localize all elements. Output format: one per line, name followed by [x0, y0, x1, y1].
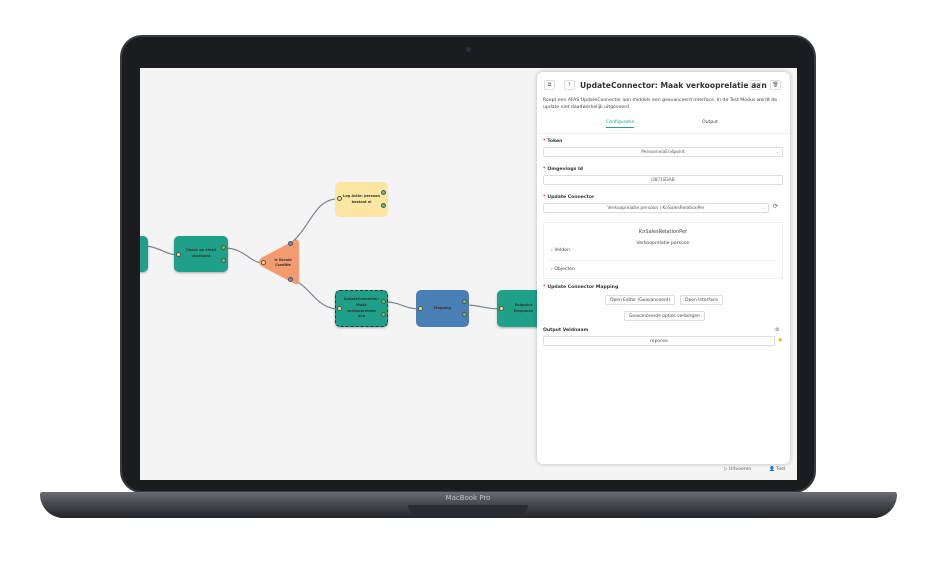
schema-box: KnSalesRelationPer Verkooprelatie persoo… — [543, 222, 783, 279]
output-input[interactable]: reponse — [543, 336, 775, 346]
hide-advanced-button[interactable]: Geavanceerde opties verbergen — [624, 311, 705, 321]
device-label: MacBook Pro — [445, 494, 491, 502]
mapping-label: Update Connector Mapping — [547, 285, 619, 290]
chevron-down-icon: ⌄ — [775, 149, 779, 155]
output-label: Output Veldnaam — [543, 328, 589, 333]
flow-node-condition[interactable] — [257, 238, 299, 286]
flow-node-update-connector[interactable]: UpdateConnector: Maak verkooprelatie aan — [335, 290, 388, 327]
camera — [466, 47, 471, 52]
settings-icon[interactable]: ⚙ — [775, 327, 780, 333]
omgeving-label: Omgevings Id — [547, 167, 583, 172]
panel-description: Roept een AFAS UpdateConnector aan midde… — [543, 98, 778, 110]
input-port[interactable] — [261, 260, 266, 265]
false-port[interactable] — [288, 277, 293, 282]
output-port[interactable] — [381, 203, 386, 208]
flow-node-check-email[interactable]: Check op email voorkomt — [174, 236, 228, 272]
schema-name: KnSalesRelationPer — [638, 229, 688, 235]
open-interface-button[interactable]: Open Interface — [680, 295, 723, 305]
output-port[interactable] — [221, 245, 226, 250]
open-editor-button[interactable]: Open Editor (Geavanceerd) — [605, 295, 676, 305]
input-port[interactable] — [499, 306, 504, 311]
flow-node-previous[interactable] — [140, 236, 148, 272]
test-button[interactable]: 👤 Test — [769, 467, 786, 472]
properties-panel: ⧉ ? UpdateConnector: Maak verkooprelatie… — [537, 72, 790, 464]
input-port[interactable] — [337, 306, 342, 311]
divider — [550, 260, 776, 261]
connector-select[interactable]: Verkooprelatie persoon | KnSalesRelation… — [543, 203, 769, 213]
omgeving-input[interactable]: O87183AB — [543, 175, 783, 185]
panel-title: UpdateConnector: Maak verkooprelatie aan — [580, 81, 767, 90]
edge — [465, 304, 501, 310]
section-objecten[interactable]: › Objecten — [551, 267, 576, 272]
bottom-bar: ▷ Uitvoeren 👤 Test — [720, 464, 797, 480]
edge — [290, 198, 339, 244]
condition-label: Is Gevuld Conditie — [274, 257, 292, 267]
output-port[interactable] — [221, 258, 226, 263]
edit-icon[interactable]: ✎ — [750, 80, 761, 90]
flow-node-log-actie[interactable]: Log Actie: persoon bestaat al — [335, 182, 388, 217]
output-port[interactable] — [381, 190, 386, 195]
edge — [385, 301, 421, 310]
tabs — [537, 126, 790, 134]
input-port[interactable] — [337, 196, 342, 201]
true-port[interactable] — [288, 241, 293, 246]
tab-configuratie[interactable]: Configuratie — [606, 120, 635, 128]
tab-output[interactable]: Output — [702, 120, 718, 125]
token-label: Token — [547, 139, 563, 144]
run-button[interactable]: ▷ Uitvoeren — [724, 467, 752, 472]
chevron-down-icon: ⌄ — [761, 205, 765, 211]
connector-label: Update Connector — [547, 195, 595, 200]
input-port[interactable] — [418, 306, 423, 311]
lightbulb-icon: ● — [778, 337, 783, 343]
trash-icon[interactable]: 🗑 — [770, 80, 781, 90]
output-port[interactable] — [462, 299, 467, 304]
help-icon[interactable]: ? — [564, 80, 575, 90]
output-port[interactable] — [381, 299, 386, 304]
app-screen: Check op email voorkomt Is Gevuld Condit… — [140, 68, 797, 480]
section-velden[interactable]: › Velden — [551, 248, 570, 253]
input-port[interactable] — [176, 252, 181, 257]
copy-icon[interactable]: ⧉ — [544, 80, 555, 90]
flow-node-mapping[interactable]: Mapping — [416, 290, 469, 327]
output-port[interactable] — [381, 312, 386, 317]
output-port[interactable] — [462, 312, 467, 317]
token-select[interactable]: PersoonviaEndpoint⌄ — [543, 147, 783, 157]
refresh-icon[interactable]: ⟳ — [773, 203, 779, 210]
laptop-notch — [408, 505, 528, 515]
schema-description: Verkooprelatie persoon — [636, 241, 690, 246]
